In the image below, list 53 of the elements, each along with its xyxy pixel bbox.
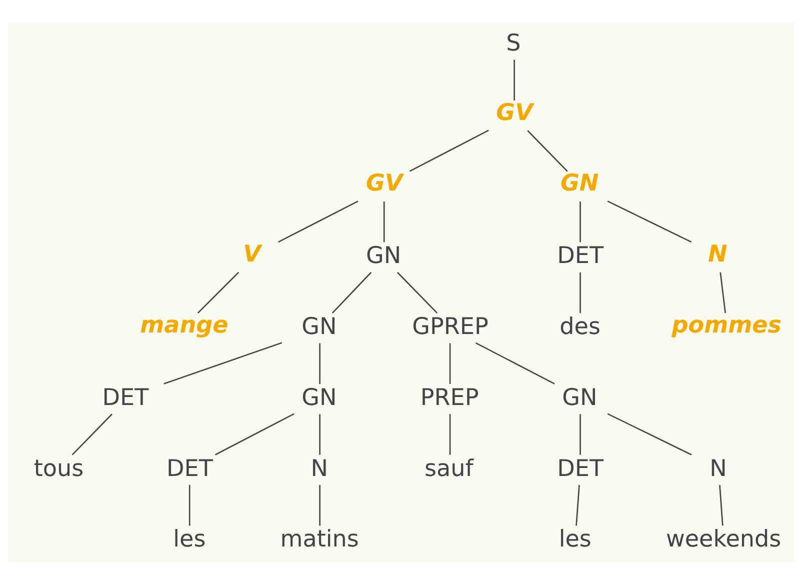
node-text: V	[243, 241, 262, 268]
connector	[449, 414, 451, 454]
node-text: matins	[280, 526, 359, 552]
connector	[214, 412, 294, 455]
connector	[580, 272, 581, 313]
node-text: N	[310, 455, 328, 482]
node-text: les	[173, 526, 206, 552]
node-text: GN	[560, 170, 599, 196]
connector	[719, 484, 724, 526]
node-text: PREP	[420, 384, 479, 410]
node-text: GV	[366, 170, 403, 196]
node-text: N	[708, 241, 728, 268]
node-text: N	[710, 455, 727, 482]
connector	[580, 201, 581, 242]
connector	[720, 272, 726, 313]
node-text: GV	[496, 99, 533, 126]
connector	[332, 271, 372, 314]
node-text: DET	[102, 384, 149, 410]
connector	[72, 413, 112, 455]
node-text: mange	[140, 312, 228, 338]
connector	[514, 59, 515, 100]
connector	[278, 200, 358, 242]
connector	[580, 414, 581, 454]
node-text: sauf	[424, 455, 474, 482]
connector	[164, 342, 282, 384]
connector	[396, 271, 438, 314]
node-text: S	[506, 30, 521, 56]
node-text: les	[558, 526, 592, 552]
node-text: GN	[562, 384, 598, 410]
connector	[607, 200, 692, 242]
connector	[475, 342, 555, 384]
connector	[449, 342, 451, 384]
node-text: GN	[302, 314, 337, 340]
connector	[319, 414, 320, 454]
connector	[409, 129, 489, 172]
node-text: GPREP	[412, 314, 488, 340]
node-text: weekends	[666, 526, 782, 552]
node-text: DET	[166, 455, 213, 482]
node-text: GN	[366, 242, 402, 269]
connector	[319, 342, 320, 384]
node-text: GN	[302, 384, 337, 410]
connector	[197, 271, 240, 314]
connector	[576, 484, 580, 526]
node-text: des	[560, 314, 600, 340]
node-text: DET	[557, 455, 604, 482]
node-text: pommes	[672, 312, 782, 338]
connector	[527, 130, 568, 172]
connector	[383, 201, 385, 242]
connector	[188, 484, 190, 526]
node-text: tous	[34, 455, 84, 482]
connector	[607, 412, 692, 455]
node-text: DET	[557, 242, 604, 269]
connector	[319, 484, 320, 526]
